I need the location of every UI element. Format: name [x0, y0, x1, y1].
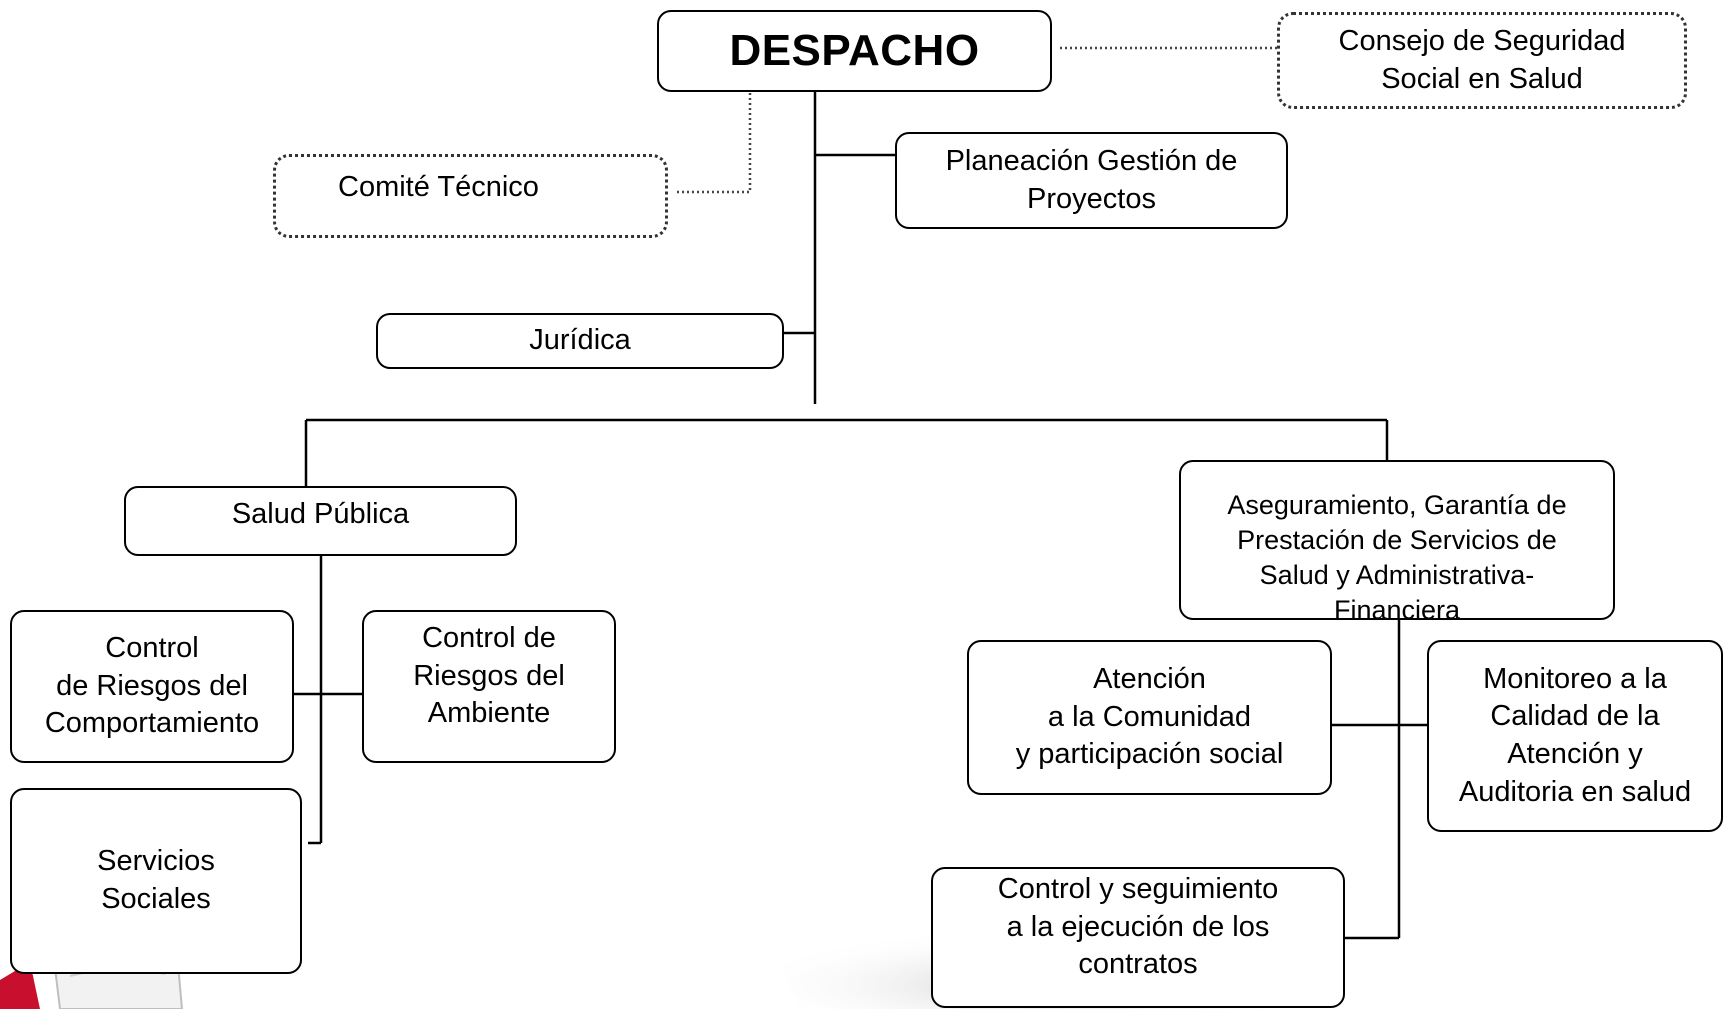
riesgos-comportamiento-node: Control de Riesgos del Comportamiento: [10, 610, 294, 763]
consejo-label: Consejo de Seguridad Social en Salud: [1338, 24, 1626, 95]
riesgos-ambiente-label: Control de Riesgos del Ambiente: [413, 622, 565, 730]
salud-publica-node: Salud Pública: [124, 486, 517, 556]
monitoreo-label: Monitoreo a la Calidad de la Atención y …: [1458, 662, 1692, 808]
servicios-sociales-label: Servicios Sociales: [97, 845, 215, 915]
control-contratos-label: Control y seguimiento a la ejecución de …: [997, 873, 1279, 981]
control-contratos-node: Control y seguimiento a la ejecución de …: [931, 867, 1345, 1008]
atencion-comunidad-node: Atención a la Comunidad y participación …: [967, 640, 1332, 795]
despacho-node: DESPACHO: [657, 10, 1052, 92]
aseguramiento-label: Aseguramiento, Garantía de Prestación de…: [1227, 490, 1567, 626]
aseguramiento-node: Aseguramiento, Garantía de Prestación de…: [1179, 460, 1615, 625]
atencion-comunidad-label: Atención a la Comunidad y participación …: [1015, 662, 1284, 771]
planeacion-label: Planeación Gestión de Proyectos: [945, 144, 1238, 215]
despacho-label: DESPACHO: [729, 26, 980, 76]
juridica-node: Jurídica: [376, 313, 784, 369]
servicios-sociales-node: Servicios Sociales: [10, 788, 302, 974]
monitoreo-node: Monitoreo a la Calidad de la Atención y …: [1427, 640, 1723, 832]
juridica-label: Jurídica: [529, 324, 631, 357]
comite-label: Comité Técnico: [338, 171, 539, 203]
consejo-node: Consejo de Seguridad Social en Salud: [1277, 12, 1687, 109]
riesgos-ambiente-node: Control de Riesgos del Ambiente: [362, 610, 616, 763]
comite-tecnico-node: Comité Técnico: [273, 154, 668, 238]
planeacion-node: Planeación Gestión de Proyectos: [895, 132, 1288, 229]
salud-publica-label: Salud Pública: [231, 498, 410, 530]
riesgos-comportamiento-label: Control de Riesgos del Comportamiento: [44, 631, 260, 740]
comite-dotted-link: [675, 88, 752, 194]
